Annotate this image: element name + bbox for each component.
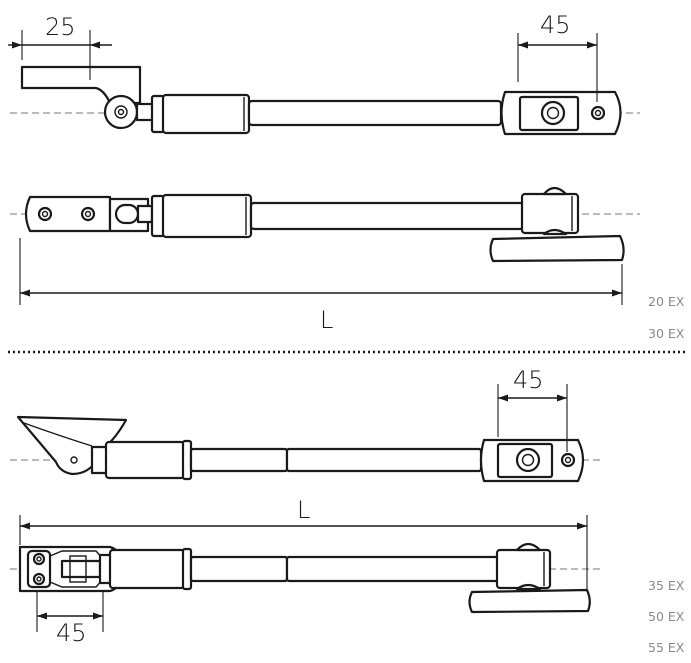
model-label-50ex: 50 EX — [648, 609, 685, 624]
dim-label-45-top: 45 — [540, 11, 571, 39]
stay-rod — [247, 99, 503, 127]
stay-top-view-2: L — [10, 186, 640, 334]
stay-bottom-view-1: 45 — [10, 366, 600, 483]
pivot-knuckle — [103, 94, 139, 130]
slider-block — [520, 192, 580, 235]
model-label-30ex: 30 EX — [648, 326, 685, 341]
slide-rail — [468, 588, 591, 614]
dim-label-l-top: L — [320, 306, 333, 334]
barrel — [108, 548, 186, 590]
stay-rod-section-2 — [285, 555, 501, 583]
model-label-20ex: 20 EX — [648, 294, 685, 309]
barrel — [161, 93, 251, 135]
dim-label-25: 25 — [45, 13, 76, 41]
stay-rod-section-1 — [189, 555, 289, 583]
dim-label-l-bottom: L — [297, 496, 310, 524]
barrel — [104, 440, 186, 480]
model-label-35ex: 35 EX — [648, 578, 685, 593]
stay-rod-section-2 — [285, 447, 483, 473]
stay-rod — [249, 201, 525, 231]
end-plate — [24, 195, 112, 233]
stay-top-view-1: 25 45 — [8, 11, 640, 136]
barrel — [161, 193, 253, 239]
dim-label-45-bottom-right: 45 — [513, 366, 544, 394]
neck — [135, 102, 155, 122]
dim-label-45-bottom-left: 45 — [56, 619, 87, 647]
slider-block — [495, 548, 552, 590]
model-label-55ex: 55 EX — [648, 640, 685, 655]
pivot-bracket — [16, 415, 128, 476]
slide-rail — [489, 234, 625, 263]
stay-rod-section-1 — [189, 447, 289, 473]
stay-bottom-view-2: L 45 — [10, 496, 600, 647]
